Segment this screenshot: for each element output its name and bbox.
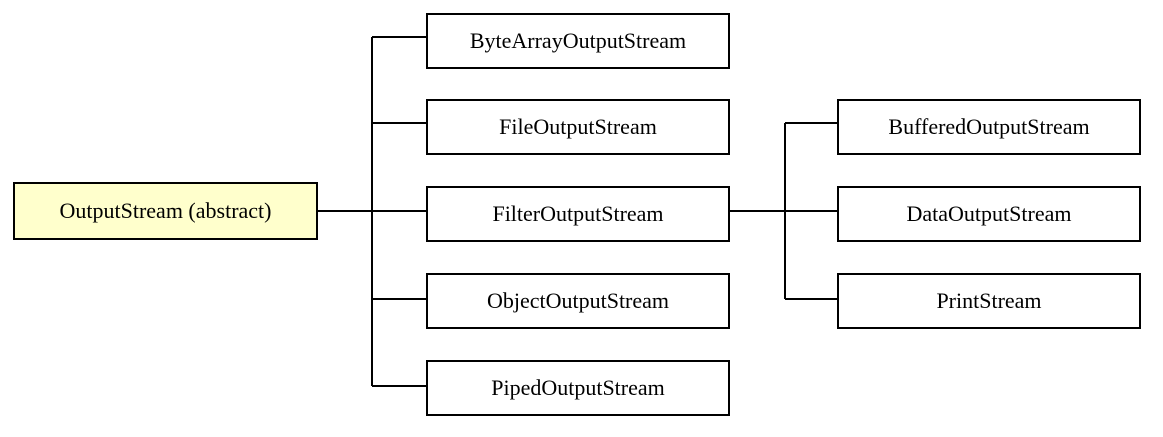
node-label: ObjectOutputStream [486, 288, 670, 313]
node-print-stream: PrintStream [837, 273, 1141, 329]
node-object-output-stream: ObjectOutputStream [426, 273, 730, 329]
node-filter-output-stream: FilterOutputStream [426, 186, 730, 242]
node-byte-array-output-stream: ByteArrayOutputStream [426, 13, 730, 69]
node-data-output-stream: DataOutputStream [837, 186, 1141, 242]
node-label: DataOutputStream [906, 201, 1072, 226]
node-label: FileOutputStream [499, 114, 657, 139]
node-label: OutputStream (abstract) [59, 198, 272, 223]
node-file-output-stream: FileOutputStream [426, 99, 730, 155]
node-buffered-output-stream: BufferedOutputStream [837, 99, 1141, 155]
node-label: FilterOutputStream [492, 201, 664, 226]
node-label: BufferedOutputStream [888, 114, 1090, 139]
node-output-stream: OutputStream (abstract) [13, 182, 318, 240]
node-piped-output-stream: PipedOutputStream [426, 360, 730, 416]
node-label: PipedOutputStream [491, 375, 665, 400]
node-label: ByteArrayOutputStream [469, 28, 687, 53]
node-label: PrintStream [936, 288, 1042, 313]
